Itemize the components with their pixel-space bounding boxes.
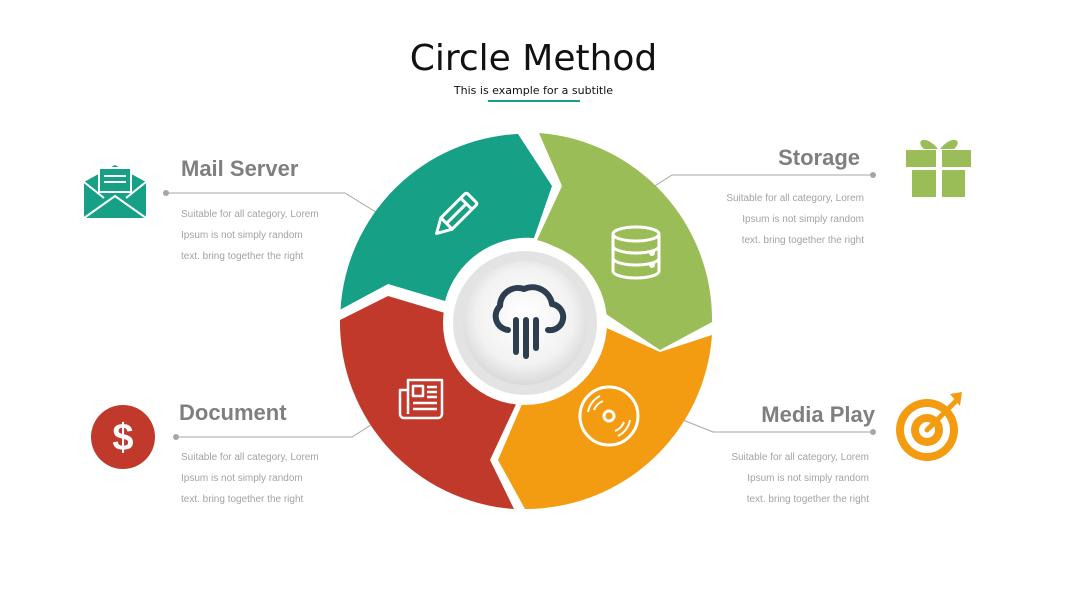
desc-line: Ipsum is not simply random bbox=[747, 473, 869, 484]
heading-media-play: Media Play bbox=[761, 402, 875, 427]
newspaper-icon bbox=[398, 378, 444, 420]
desc-line: Ipsum is not simply random bbox=[181, 473, 303, 484]
heading-mail-server: Mail Server bbox=[181, 156, 299, 181]
desc-line: text. bring together the right bbox=[741, 235, 864, 246]
gift-icon bbox=[906, 139, 971, 197]
envelope-icon bbox=[83, 165, 147, 219]
desc-line: Suitable for all category, Lorem bbox=[181, 452, 319, 463]
page-subtitle: This is example for a subtitle bbox=[453, 84, 614, 97]
dollar-icon: $ bbox=[91, 405, 155, 469]
desc-line: Ipsum is not simply random bbox=[742, 214, 864, 225]
page-title: Circle Method bbox=[409, 38, 658, 79]
subtitle-underline bbox=[488, 100, 580, 102]
desc-line: Suitable for all category, Lorem bbox=[731, 452, 869, 463]
database-icon bbox=[611, 225, 661, 280]
cloud-rain-icon bbox=[492, 284, 567, 359]
desc-line: text. bring together the right bbox=[181, 251, 304, 262]
desc-mail-server: Suitable for all category, Lorem Ipsum i… bbox=[181, 204, 371, 267]
desc-line: text. bring together the right bbox=[746, 494, 869, 505]
desc-line: Suitable for all category, Lorem bbox=[726, 193, 864, 204]
desc-storage: Suitable for all category, Lorem Ipsum i… bbox=[674, 188, 864, 251]
desc-line: Ipsum is not simply random bbox=[181, 230, 303, 241]
svg-text:$: $ bbox=[112, 417, 133, 459]
desc-document: Suitable for all category, Lorem Ipsum i… bbox=[181, 447, 371, 510]
desc-line: Suitable for all category, Lorem bbox=[181, 209, 319, 220]
heading-storage: Storage bbox=[778, 145, 860, 170]
target-icon bbox=[896, 392, 962, 461]
pencil-icon bbox=[435, 191, 479, 235]
desc-media-play: Suitable for all category, Lorem Ipsum i… bbox=[679, 447, 869, 510]
heading-document: Document bbox=[179, 400, 287, 425]
disc-icon bbox=[578, 385, 640, 447]
desc-line: text. bring together the right bbox=[181, 494, 304, 505]
